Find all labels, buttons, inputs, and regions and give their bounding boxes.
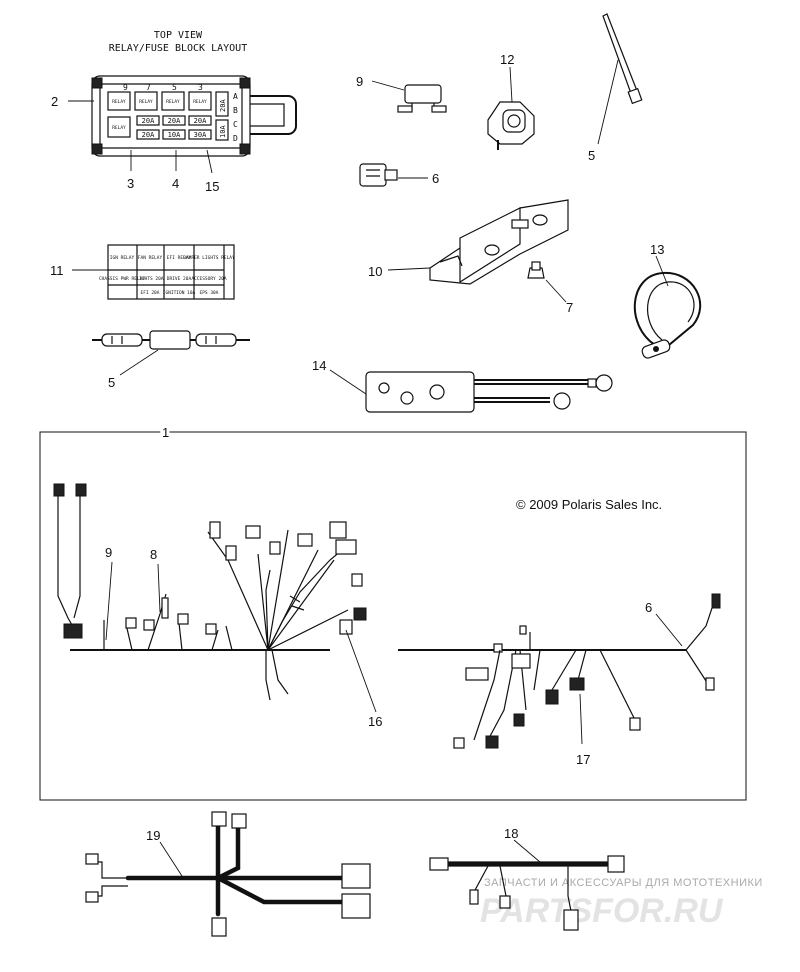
callout-10: 7	[566, 300, 573, 315]
callout-7: 5	[588, 148, 595, 163]
row-letter: B	[233, 106, 238, 115]
card-cell: IGN RELAY	[110, 255, 135, 261]
callout-2: 2	[51, 94, 58, 109]
card-cell: IGNITION 10A	[163, 290, 196, 296]
callout-5-bottom: 6	[645, 600, 652, 615]
fuse-rating: 20A	[142, 131, 155, 139]
callout-16: 13	[650, 242, 664, 257]
push-rivet	[527, 261, 545, 279]
fuse-rating: 20A	[168, 117, 181, 125]
main-harness-left	[53, 483, 367, 701]
fuse-rating: 10A	[219, 125, 227, 138]
card-cell: EFI 20A	[141, 290, 160, 296]
fuse-rating: 20A	[194, 117, 207, 125]
row-letter: D	[233, 134, 238, 143]
callout-4: 4	[172, 176, 179, 191]
fuse-rating: 20A	[142, 117, 155, 125]
callout-15: 12	[500, 52, 514, 67]
relay-fuse-block: RELAY RELAY RELAY RELAY RELAY 9 7 5 3 20…	[91, 75, 297, 157]
callout-6-bottom: 17	[576, 752, 590, 767]
inline-fuse-holder	[92, 330, 250, 350]
callout-6-top: 6	[432, 171, 439, 186]
title-line2: RELAY/FUSE BLOCK LAYOUT	[109, 43, 247, 54]
terminal-number: 7	[146, 83, 151, 92]
callout-1: 1	[162, 425, 169, 440]
card-cell: CHASSIS PWR RELAY	[99, 276, 145, 282]
callout-3: 3	[127, 176, 134, 191]
terminal-number: 5	[172, 83, 177, 92]
main-harness-right	[398, 593, 721, 749]
copyright: © 2009 Polaris Sales Inc.	[516, 497, 662, 512]
card-cell: DRIVE 20A	[167, 276, 192, 282]
harness-frame	[39, 431, 747, 801]
relay-label: RELAY	[112, 99, 126, 105]
callout-18: 15	[205, 179, 219, 194]
harness-19	[85, 811, 371, 937]
card-cell: EPS 30A	[200, 290, 219, 296]
title-line1: TOP VIEW	[154, 30, 203, 41]
callout-13: 14	[312, 358, 326, 373]
callout-9-bottom: 9	[105, 545, 112, 560]
callout-11: 10	[368, 264, 382, 279]
callout-19: 19	[146, 828, 160, 843]
callout-17: 16	[368, 714, 382, 729]
card-cell: ACCESSORY 20A	[191, 276, 227, 282]
mounting-bracket	[429, 199, 569, 285]
relay-label: RELAY	[193, 99, 207, 105]
watermark-tagline: ЗАПЧАСТИ И АКСЕССУАРЫ ДЛЯ МОТОТЕХНИКИ	[484, 877, 763, 889]
resistor-assembly	[365, 371, 613, 413]
card-cell: BAMPER LIGHTS RELAY	[183, 255, 235, 261]
cable-tie	[602, 13, 643, 105]
relay-label: RELAY	[112, 125, 126, 131]
card-cell: FAN RELAY	[138, 255, 163, 261]
callout-8: 18	[504, 826, 518, 841]
row-letter: A	[233, 92, 238, 101]
relay-label-card: IGN RELAY FAN RELAY EFI RELAY BAMPER LIG…	[99, 244, 235, 300]
relay-label: RELAY	[139, 99, 153, 105]
callout-14: 11	[50, 263, 64, 278]
splice-clip	[397, 84, 447, 113]
terminal-number: 9	[123, 83, 128, 92]
harness-8	[429, 855, 625, 931]
sensor-connector	[487, 101, 535, 150]
callout-12: 8	[150, 547, 157, 562]
callout-9-top: 9	[356, 74, 363, 89]
relay-label: RELAY	[166, 99, 180, 105]
card-cell: EFI RELAY	[167, 255, 192, 261]
fuse-rating: 30A	[194, 131, 207, 139]
terminal-connector	[359, 163, 398, 187]
fuse-rating: 20A	[219, 99, 227, 112]
callout-5-top: 5	[108, 375, 115, 390]
row-letter: C	[233, 120, 238, 129]
watermark-logo: PARTSFOR.RU	[480, 892, 724, 930]
terminal-number: 3	[198, 83, 203, 92]
card-cell: LIGHTS 20A	[136, 276, 163, 282]
fuse-rating: 10A	[168, 131, 181, 139]
